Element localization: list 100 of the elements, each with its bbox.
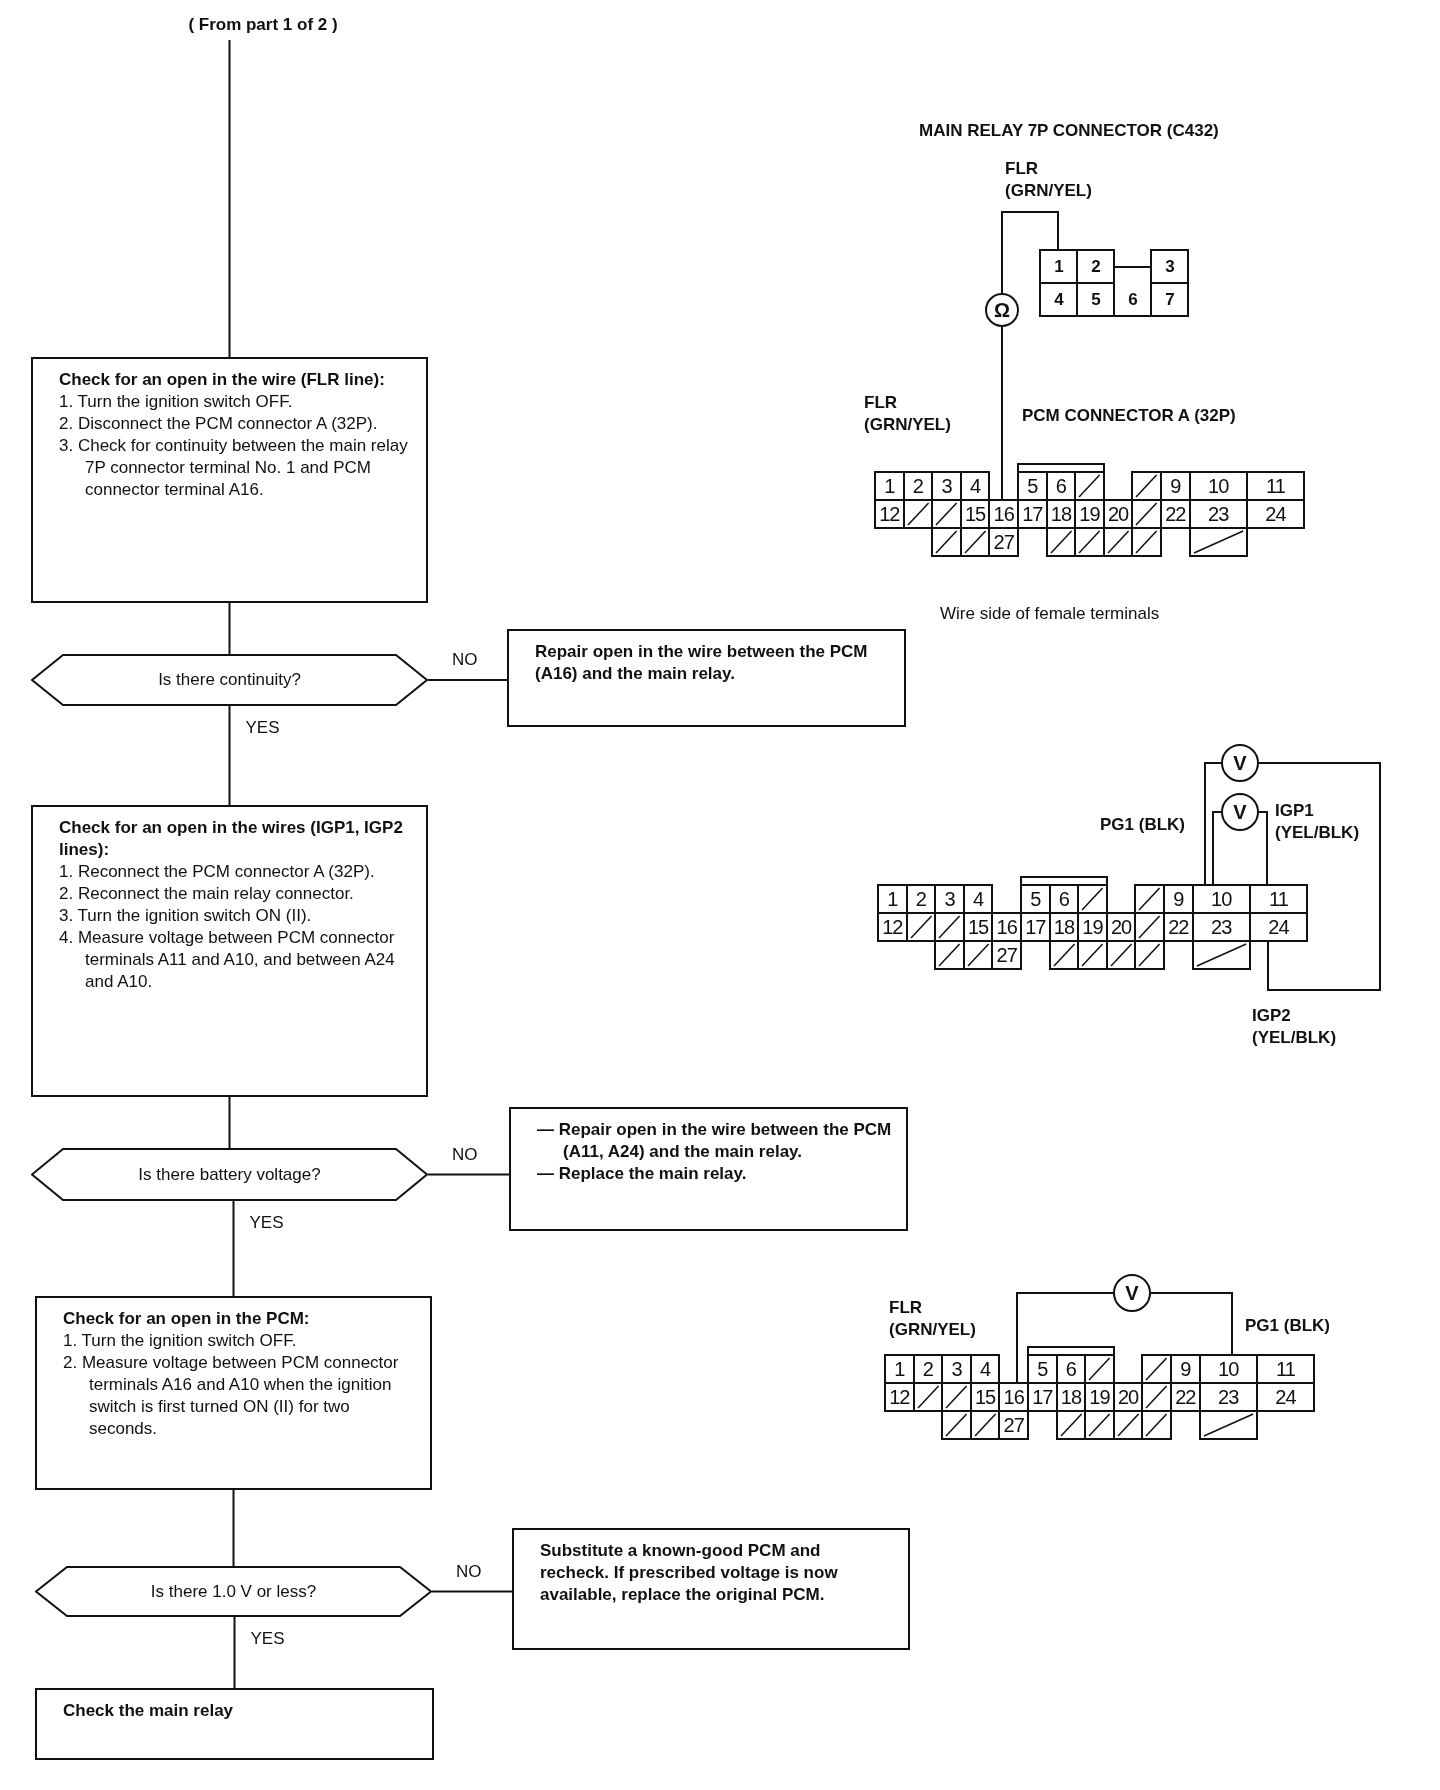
flow-line (431, 1590, 513, 1593)
wire-label: IGP1 (YEL/BLK) (1275, 800, 1361, 844)
box-heading: Check for an open in the wire (FLR line): (59, 369, 386, 391)
terminal-number: 27 (991, 940, 1022, 970)
test-lead-wire (1150, 1292, 1233, 1356)
procedure-box (31, 805, 428, 1097)
meter-symbol: V (1221, 744, 1259, 782)
flow-line (232, 1489, 235, 1567)
step-text: 2. Measure voltage between PCM connector terminals A16 and A10 when the ignition switch is first turned ON (II) for two seconds. (63, 1352, 400, 1440)
meter-symbol: V (1113, 1274, 1151, 1312)
blank-terminal (1141, 1410, 1172, 1440)
terminal-number: 27 (998, 1410, 1029, 1440)
note-text: Wire side of female terminals (940, 603, 1160, 625)
step-text: 1. Reconnect the PCM connector A (32P). (59, 861, 376, 883)
test-lead-wire (1001, 326, 1003, 501)
wire-label: FLR (GRN/YEL) (889, 1297, 977, 1341)
wire-label: FLR (GRN/YEL) (864, 392, 952, 436)
terminal-number: 11 (1248, 884, 1308, 914)
wire-label: PCM CONNECTOR A (32P) (1022, 405, 1236, 427)
blank-terminal (931, 527, 962, 557)
terminal-number: 24 (1245, 499, 1305, 529)
action-text: Repair open in the wire between the PCM (A16) and the main relay. (535, 641, 869, 685)
action-box (509, 1107, 908, 1231)
step-text: 3. Turn the ignition switch ON (II). (59, 905, 313, 927)
action-text: Substitute a known-good PCM and recheck. If prescribed voltage is now available, replace the original PCM. (540, 1540, 839, 1606)
flow-line (228, 602, 231, 655)
blank-terminal (1084, 1410, 1115, 1440)
terminal-number: 24 (1255, 1382, 1315, 1412)
test-lead-wire (1258, 811, 1268, 886)
blank-terminal (1191, 940, 1251, 970)
meter-symbol: Ω (985, 293, 1019, 327)
box-heading: Check for an open in the wires (IGP1, IGP2 lines): (59, 817, 404, 861)
flow-line (427, 1173, 510, 1176)
terminal-number: 1 (877, 884, 908, 914)
test-lead-wire (1016, 1292, 1114, 1384)
wire-label: PG1 (BLK) (1245, 1315, 1330, 1337)
blank-terminal (1048, 940, 1080, 970)
blank-terminal (1077, 884, 1108, 914)
flow-line (228, 39, 231, 358)
blank-terminal (1055, 1410, 1087, 1440)
procedure-box (31, 357, 428, 603)
action-text: — Repair open in the wire between the PCM (A11, A24) and the main relay. (537, 1119, 892, 1163)
box-heading: Check for an open in the PCM: (63, 1308, 311, 1330)
blank-terminal (1131, 471, 1162, 501)
terminal-number: 12 (874, 499, 905, 529)
terminal-number: 1 (874, 471, 905, 501)
blank-terminal (1077, 940, 1108, 970)
reference-text: ( From part 1 of 2 ) (163, 10, 363, 40)
terminal-number: 1 (884, 1354, 915, 1384)
terminal-number: 27 (988, 527, 1019, 557)
terminal-number: 11 (1255, 1354, 1315, 1384)
question-text: Is there battery voltage? (138, 1164, 321, 1185)
test-lead-wire (1204, 762, 1222, 886)
terminal-number: 3 (1150, 249, 1189, 284)
wire-label: FLR (GRN/YEL) (1005, 158, 1093, 202)
action-text: — Replace the main relay. (537, 1163, 748, 1185)
action-box (507, 629, 906, 727)
flow-line (232, 1200, 235, 1297)
decision-hexagon (35, 1566, 432, 1617)
terminal-number: 12 (877, 912, 908, 942)
terminal-number: 7 (1150, 282, 1189, 317)
flow-line (233, 1616, 236, 1689)
question-text: Is there 1.0 V or less? (150, 1581, 317, 1602)
blank-terminal (1074, 471, 1105, 501)
terminal-number: 11 (1245, 471, 1305, 501)
wire-label: MAIN RELAY 7P CONNECTOR (C432) (919, 120, 1219, 142)
terminal-number: 5 (1027, 1354, 1058, 1384)
step-text: 1. Turn the ignition switch OFF. (63, 1330, 298, 1352)
blank-terminal (1134, 884, 1165, 914)
terminal-number: 12 (884, 1382, 915, 1412)
terminal-number: 5 (1020, 884, 1051, 914)
flow-line (228, 705, 231, 806)
blank-terminal (1188, 527, 1248, 557)
terminal-number: 6 (1113, 265, 1152, 317)
test-lead-wire (1001, 211, 1059, 294)
terminal-number: 24 (1248, 912, 1308, 942)
flow-line (427, 679, 508, 681)
step-text: 4. Measure voltage between PCM connector terminals A11 and A10, and between A24 and A10. (59, 927, 396, 993)
step-text: 2. Disconnect the PCM connector A (32P). (59, 413, 379, 435)
question-text: Is there continuity? (158, 670, 301, 690)
procedure-box (35, 1296, 432, 1490)
blank-terminal (1134, 940, 1165, 970)
blank-terminal (934, 940, 965, 970)
meter-symbol: V (1221, 793, 1259, 831)
step-text: 1. Turn the ignition switch OFF. (59, 391, 294, 413)
blank-terminal (941, 1410, 972, 1440)
step-text: 2. Reconnect the main relay connector. (59, 883, 355, 905)
flow-line (228, 1096, 231, 1149)
wire-label: PG1 (BLK) (1100, 814, 1185, 836)
decision-hexagon (31, 1148, 428, 1201)
test-lead-wire (1212, 811, 1222, 886)
decision-hexagon (31, 654, 428, 706)
step-text: 3. Check for continuity between the main relay 7P connector terminal No. 1 and PCM connector terminal A16. (59, 435, 409, 501)
blank-terminal (1198, 1410, 1258, 1440)
blank-terminal (1131, 527, 1162, 557)
blank-terminal (1074, 527, 1105, 557)
terminal-number: 5 (1017, 471, 1048, 501)
action-box (35, 1688, 434, 1760)
wire-label: IGP2 (YEL/BLK) (1252, 1005, 1338, 1049)
blank-terminal (1084, 1354, 1115, 1384)
